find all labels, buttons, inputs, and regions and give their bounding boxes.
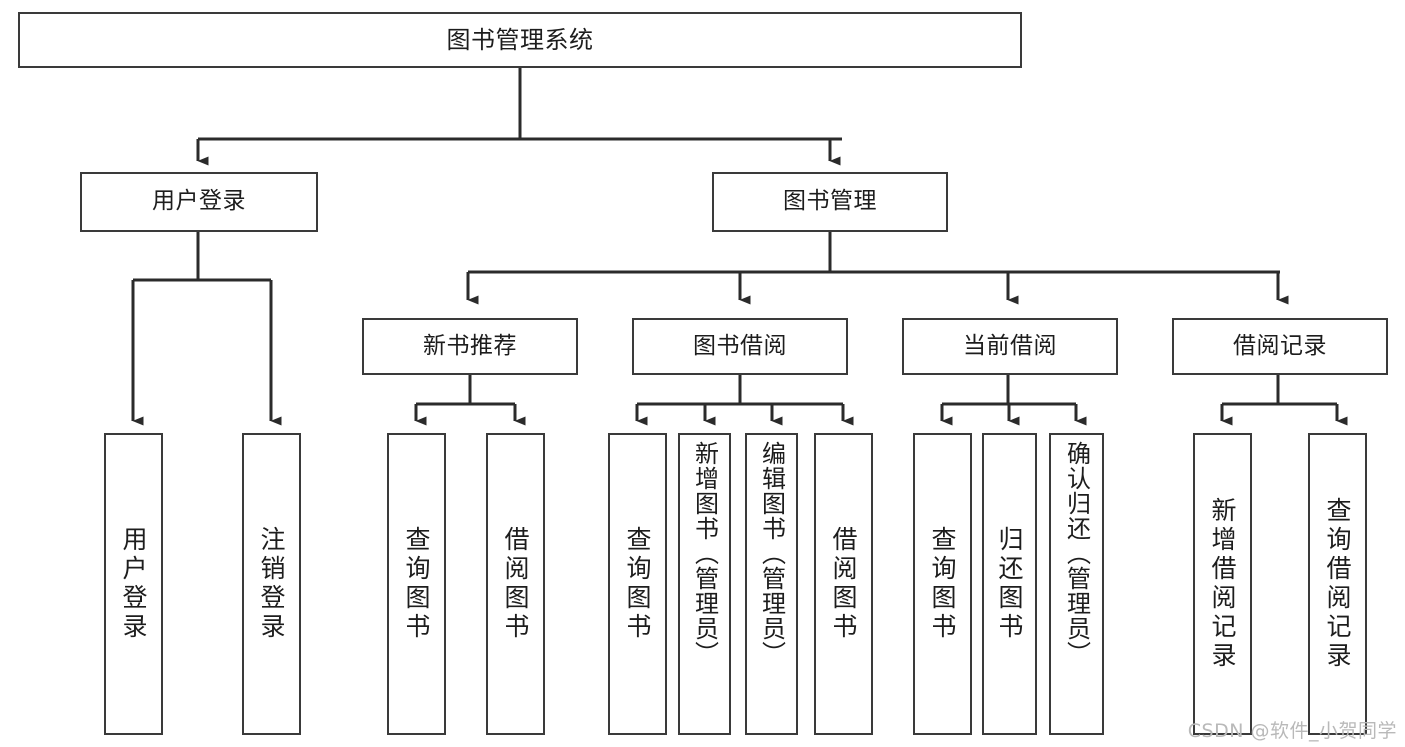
leaf-query-book-current[interactable]: 查询图书 — [913, 433, 972, 735]
node-label: 图书管理 — [783, 188, 877, 215]
node-label: 当前借阅 — [963, 332, 1057, 359]
leaf-confirm-return-admin[interactable]: 确认归还（管理员） — [1049, 433, 1104, 735]
leaf-borrow-book-recommendation[interactable]: 借阅图书 — [486, 433, 545, 735]
node-label: 新增借阅记录 — [1208, 497, 1237, 671]
node-label: 注销登录 — [257, 526, 286, 642]
node-label: 新书推荐 — [423, 332, 517, 359]
node-label: 借阅图书 — [829, 526, 858, 642]
node-label: 借阅图书 — [501, 526, 530, 642]
leaf-edit-book-admin[interactable]: 编辑图书（管理员） — [745, 433, 798, 735]
node-label: 编辑图书（管理员） — [757, 441, 786, 666]
node-label: 查询借阅记录 — [1323, 497, 1352, 671]
node-book-borrow[interactable]: 图书借阅 — [632, 318, 848, 375]
leaf-query-borrow-record[interactable]: 查询借阅记录 — [1308, 433, 1367, 735]
leaf-logout[interactable]: 注销登录 — [242, 433, 301, 735]
node-label: 用户登录 — [119, 526, 148, 642]
node-label: 查询图书 — [623, 526, 652, 642]
node-borrow-record[interactable]: 借阅记录 — [1172, 318, 1388, 375]
leaf-query-book-borrow[interactable]: 查询图书 — [608, 433, 667, 735]
node-label: 用户登录 — [152, 188, 246, 215]
node-label: 新增图书（管理员） — [690, 441, 719, 666]
node-label: 查询图书 — [928, 526, 957, 642]
csdn-watermark: CSDN @软件_小贺同学 — [1187, 720, 1397, 742]
node-new-book-recommendation[interactable]: 新书推荐 — [362, 318, 578, 375]
node-label: 确认归还（管理员） — [1062, 441, 1091, 666]
node-root-book-management-system[interactable]: 图书管理系统 — [18, 12, 1022, 68]
node-label: 图书借阅 — [693, 332, 787, 359]
node-user-login[interactable]: 用户登录 — [80, 172, 318, 232]
leaf-borrow-book[interactable]: 借阅图书 — [814, 433, 873, 735]
node-label: 图书管理系统 — [446, 25, 594, 54]
leaf-add-book-admin[interactable]: 新增图书（管理员） — [678, 433, 731, 735]
node-label: 查询图书 — [402, 526, 431, 642]
leaf-return-book[interactable]: 归还图书 — [982, 433, 1037, 735]
leaf-query-book-recommendation[interactable]: 查询图书 — [387, 433, 446, 735]
node-current-borrow[interactable]: 当前借阅 — [902, 318, 1118, 375]
node-book-management[interactable]: 图书管理 — [712, 172, 948, 232]
leaf-user-login[interactable]: 用户登录 — [104, 433, 163, 735]
node-label: 借阅记录 — [1233, 332, 1327, 359]
leaf-add-borrow-record[interactable]: 新增借阅记录 — [1193, 433, 1252, 735]
node-label: 归还图书 — [995, 526, 1024, 642]
